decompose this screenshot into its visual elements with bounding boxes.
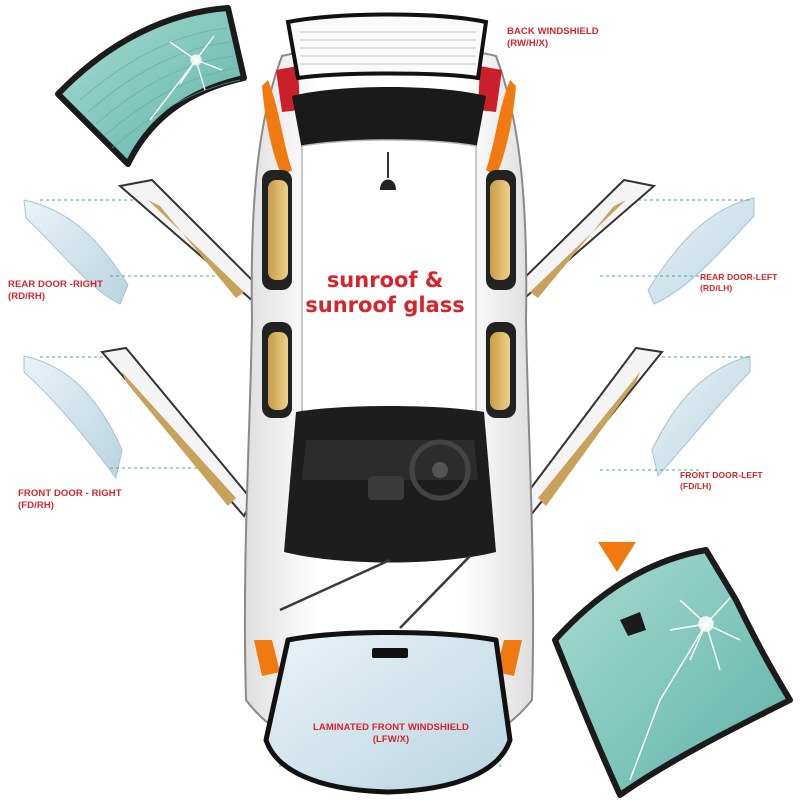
front-door-right-glass	[23, 355, 123, 480]
back-windshield-glass	[55, 5, 247, 167]
crack-icon	[149, 35, 223, 121]
antenna-icon	[380, 152, 396, 190]
front-door-right-label: FRONT DOOR - RIGHT (FD/RH)	[18, 488, 122, 511]
rear-door-left-glass	[647, 197, 755, 305]
door-front-left	[520, 346, 664, 518]
car-top-view	[100, 12, 664, 754]
rear-door-left-label: REAR DOOR-LEFT (RD/LH)	[700, 272, 778, 293]
door-rear-right	[117, 178, 264, 304]
rear-door-right-glass	[23, 199, 129, 305]
sunroof-label: sunroof & sunroof glass	[305, 268, 465, 318]
rear-window	[285, 12, 489, 81]
front-door-left-label: FRONT DOOR-LEFT (FD/LH)	[680, 470, 763, 491]
pointer-arrow-icon	[598, 542, 636, 572]
crack-icon	[629, 597, 741, 781]
front-windshield-glass-cracked	[552, 547, 793, 798]
front-windshield-label: LAMINATED FRONT WINDSHIELD (LFW/X)	[313, 722, 469, 745]
door-front-right	[100, 346, 254, 518]
rear-door-right-label: REAR DOOR -RIGHT (RD/RH)	[8, 279, 104, 302]
door-rear-left	[510, 178, 657, 304]
back-windshield-label: BACK WINDSHIELD (RW/H/X)	[507, 26, 599, 49]
front-door-left-glass	[651, 355, 751, 478]
front-windshield-glass	[263, 630, 513, 795]
